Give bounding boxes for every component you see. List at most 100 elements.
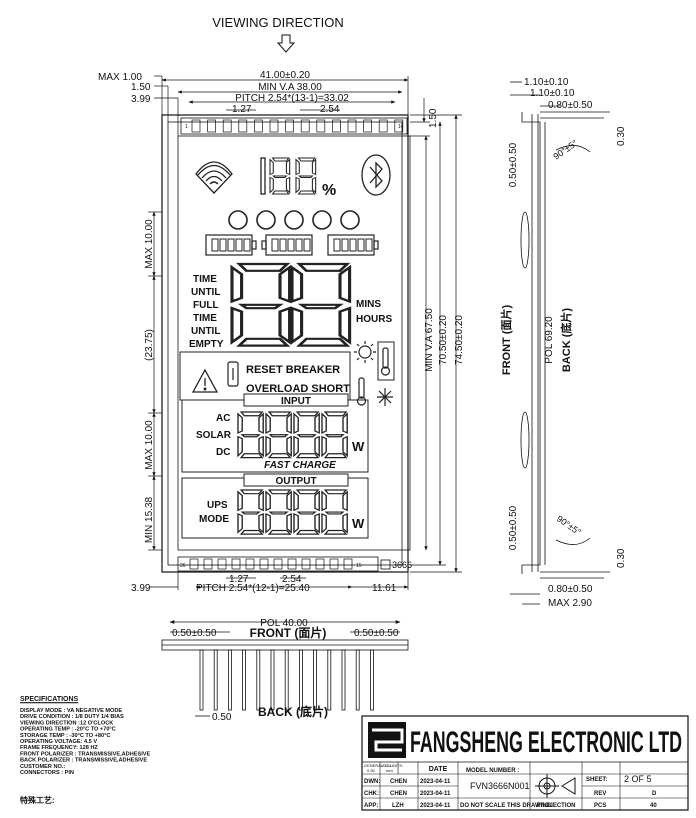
mode-label: MODE <box>199 514 229 525</box>
battery-cell <box>227 238 235 252</box>
output-label: OUTPUT <box>275 476 316 487</box>
top-pin-strip <box>180 117 408 135</box>
pcs-value: 40 <box>650 803 657 809</box>
bluetooth-icon <box>361 154 391 196</box>
chk-label: CHK: <box>364 791 379 797</box>
rev-value: D <box>652 791 657 797</box>
mins-label: MINS <box>356 299 381 310</box>
dim-max-10-a: MAX 10.00 <box>144 219 155 269</box>
title-block: FANGSHENG ELECTRONIC LTD GENERAL TOL. 0.… <box>361 715 689 811</box>
top-pin <box>378 119 388 133</box>
chk-date: 2023-04-11 <box>420 791 451 797</box>
battery-cell <box>333 238 341 252</box>
top-pin <box>347 119 357 133</box>
dim-150: 1.50 <box>131 82 151 93</box>
bottom-pin <box>231 558 241 570</box>
label-empty: EMPTY <box>189 339 224 350</box>
dim-399-bottom: 3.99 <box>131 583 151 594</box>
battery-cell <box>279 238 287 252</box>
time-digit-1 <box>230 262 292 348</box>
top-pin <box>191 119 201 133</box>
connector-pin <box>298 649 303 711</box>
dim-min-va: MIN V.A 38.00 <box>258 82 322 93</box>
angle-top: 90°±5° <box>551 138 579 162</box>
top-pin <box>332 119 341 133</box>
dim-pitch-bottom: PITCH 2.54*(12-1)=25.40 <box>196 583 310 594</box>
dim-050-right: 0.50±0.50 <box>354 628 399 639</box>
overload-short: OVERLOAD SHORT <box>246 383 350 395</box>
chk-name: CHEN <box>390 791 407 797</box>
pin-14-label: 14 <box>398 124 404 130</box>
fast-charge-label: FAST CHARGE <box>264 460 336 471</box>
connector-pin <box>313 649 318 711</box>
dim-254-top: 2.54 <box>320 104 340 115</box>
viewing-arrow-icon <box>276 34 296 53</box>
input-watt: W <box>352 439 365 454</box>
app-name: LZH <box>392 803 404 809</box>
dim-min-va-6750: MIN V.A 67.50 <box>424 308 435 372</box>
model-number: FVN3666N001 <box>470 781 530 791</box>
solar-label: SOLAR <box>196 430 232 441</box>
front-dimensions <box>148 75 462 590</box>
dim-080-top: 0.80±0.50 <box>548 100 593 111</box>
side-front-label: FRONT (面片) <box>499 305 513 376</box>
dc-label: DC <box>216 447 230 458</box>
sheet-label: SHEET: <box>586 777 607 783</box>
bottom-pin <box>245 558 255 570</box>
dim-110a: 1.10±0.10 <box>524 77 569 88</box>
rev-label: REV <box>594 791 606 797</box>
connector-pin <box>327 649 332 711</box>
hours-label: HOURS <box>356 314 392 325</box>
battery-bar-icons <box>205 234 379 256</box>
spec-line: STORAGE TEMP : -30°C TO +80°C <box>20 733 110 739</box>
app-label: APP: <box>364 803 378 809</box>
input-tab <box>243 393 349 407</box>
angle-bottom: 90°±5° <box>555 513 583 537</box>
breaker-icon <box>227 361 239 387</box>
lcd-content: % TIME UNTIL FULL TIME UNTIL EMPTY MINS … <box>179 154 395 539</box>
bottom-back-label: BACK (底片) <box>258 704 328 719</box>
no-scale: DO NOT SCALE THIS DRAWING. <box>460 803 553 809</box>
side-view <box>510 81 610 605</box>
dim-399-top: 3.99 <box>131 94 151 105</box>
connector-pin <box>270 649 275 711</box>
dim-127-top: 1.27 <box>232 104 252 115</box>
bottom-pin-strip <box>177 556 379 572</box>
dim-max-290: MAX 2.90 <box>548 598 592 609</box>
date-header: DATE <box>429 766 448 773</box>
connector-pin <box>369 649 374 711</box>
model-label: MODEL NUMBER : <box>466 768 519 774</box>
dim-150-right: 1.50 <box>428 108 439 128</box>
dim-max-1: MAX 1.00 <box>98 72 142 83</box>
top-pin <box>254 119 263 133</box>
connector-pin <box>341 649 346 711</box>
bottom-pin <box>301 558 311 570</box>
connector-pin <box>213 649 218 711</box>
top-pin <box>394 119 404 133</box>
dim-pitch-top: PITCH 2.54*(13-1)=33.02 <box>235 93 349 104</box>
dwn-name: CHEN <box>390 779 407 785</box>
dim-min-1538: MIN 15.38 <box>144 496 155 543</box>
spec-line: DISPLAY MODE : VA NEGATIVE MODE <box>20 708 122 714</box>
spec-line: CUSTOMER NO.: <box>20 764 65 770</box>
bottom-view-texts: POL 40.00 0.50±0.50 FRONT (面片) 0.50±0.50… <box>172 618 399 723</box>
battery-cell <box>243 238 251 252</box>
projection-label: PROJECTION <box>536 803 575 809</box>
specifications: SPECIFICATIONS DISPLAY MODE : VA NEGATIV… <box>20 696 150 805</box>
pcs-label: PCS <box>594 803 606 809</box>
bottom-pin <box>189 558 199 570</box>
dwn-date: 2023-04-11 <box>420 779 451 785</box>
battery-cell <box>287 238 295 252</box>
viewing-area <box>177 135 411 551</box>
dim-080-bottom: 0.80±0.50 <box>548 584 593 595</box>
tol-value: 0.30 <box>367 768 376 773</box>
dim-7050: 70.50±0.20 <box>438 315 449 365</box>
label-until-2: UNTIL <box>191 326 220 337</box>
pol-6920: POL 69.20 <box>544 316 555 364</box>
dim-2375: (23.75) <box>144 329 155 361</box>
connector-pin <box>256 649 261 711</box>
bottom-view <box>161 620 409 717</box>
dwn-label: DWN: <box>364 779 380 785</box>
top-pin <box>285 119 294 133</box>
side-back-label: BACK (底片) <box>559 308 573 372</box>
